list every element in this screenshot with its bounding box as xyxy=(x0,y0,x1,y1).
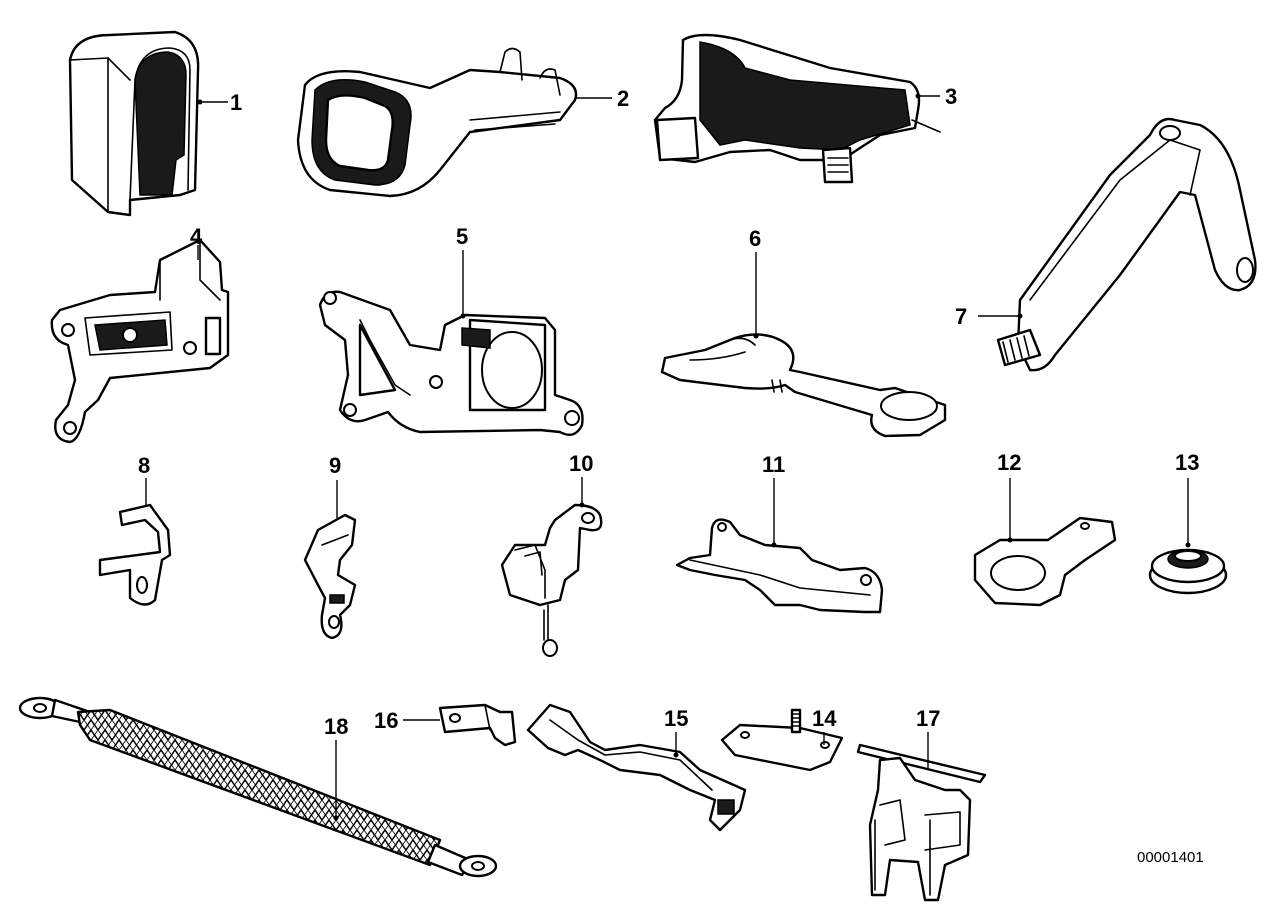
part-6-holder[interactable] xyxy=(660,252,947,438)
part-14-plate-with-stud[interactable] xyxy=(720,708,844,772)
part-1-cap[interactable] xyxy=(68,30,228,217)
callout-3: 3 xyxy=(945,84,957,109)
part-4-bracket[interactable] xyxy=(50,238,230,444)
callout-5: 5 xyxy=(456,224,468,249)
callout-12: 12 xyxy=(997,450,1021,475)
part-11-bracket[interactable] xyxy=(675,478,884,614)
callout-8: 8 xyxy=(138,453,150,478)
diagram-id: 00001401 xyxy=(1137,849,1204,866)
callout-4: 4 xyxy=(190,224,203,249)
callout-13: 13 xyxy=(1175,450,1199,475)
callout-11: 11 xyxy=(762,452,785,477)
callout-2: 2 xyxy=(617,86,629,111)
part-12-ring-bracket[interactable] xyxy=(973,478,1117,607)
callout-18: 18 xyxy=(324,714,348,739)
part-17-clip[interactable] xyxy=(856,732,987,902)
callout-6: 6 xyxy=(749,226,761,251)
callout-9: 9 xyxy=(329,453,341,478)
callout-7: 7 xyxy=(955,304,967,329)
callout-17: 17 xyxy=(916,706,940,731)
callout-14: 14 xyxy=(812,706,837,731)
part-7-support-bracket[interactable] xyxy=(978,117,1257,372)
part-8-bracket[interactable] xyxy=(98,478,172,606)
callout-10: 10 xyxy=(569,451,593,476)
callout-16: 16 xyxy=(374,708,398,733)
callout-15: 15 xyxy=(664,706,688,731)
part-16-angle-bracket[interactable] xyxy=(403,703,517,747)
part-18-ground-strap[interactable] xyxy=(18,696,498,878)
callout-1: 1 xyxy=(230,90,242,115)
part-3-boot[interactable] xyxy=(653,33,941,184)
part-10-bracket[interactable] xyxy=(500,477,603,657)
part-13-grommet[interactable] xyxy=(1148,478,1228,595)
callout-labels: 1 2 3 4 5 6 7 8 9 10 11 12 13 14 15 16 1… xyxy=(138,84,1199,739)
part-15-strap-bracket[interactable] xyxy=(526,703,747,832)
part-9-bracket[interactable] xyxy=(303,480,357,640)
part-5-bracket[interactable] xyxy=(318,250,584,436)
part-2-plug-housing[interactable] xyxy=(296,47,612,198)
